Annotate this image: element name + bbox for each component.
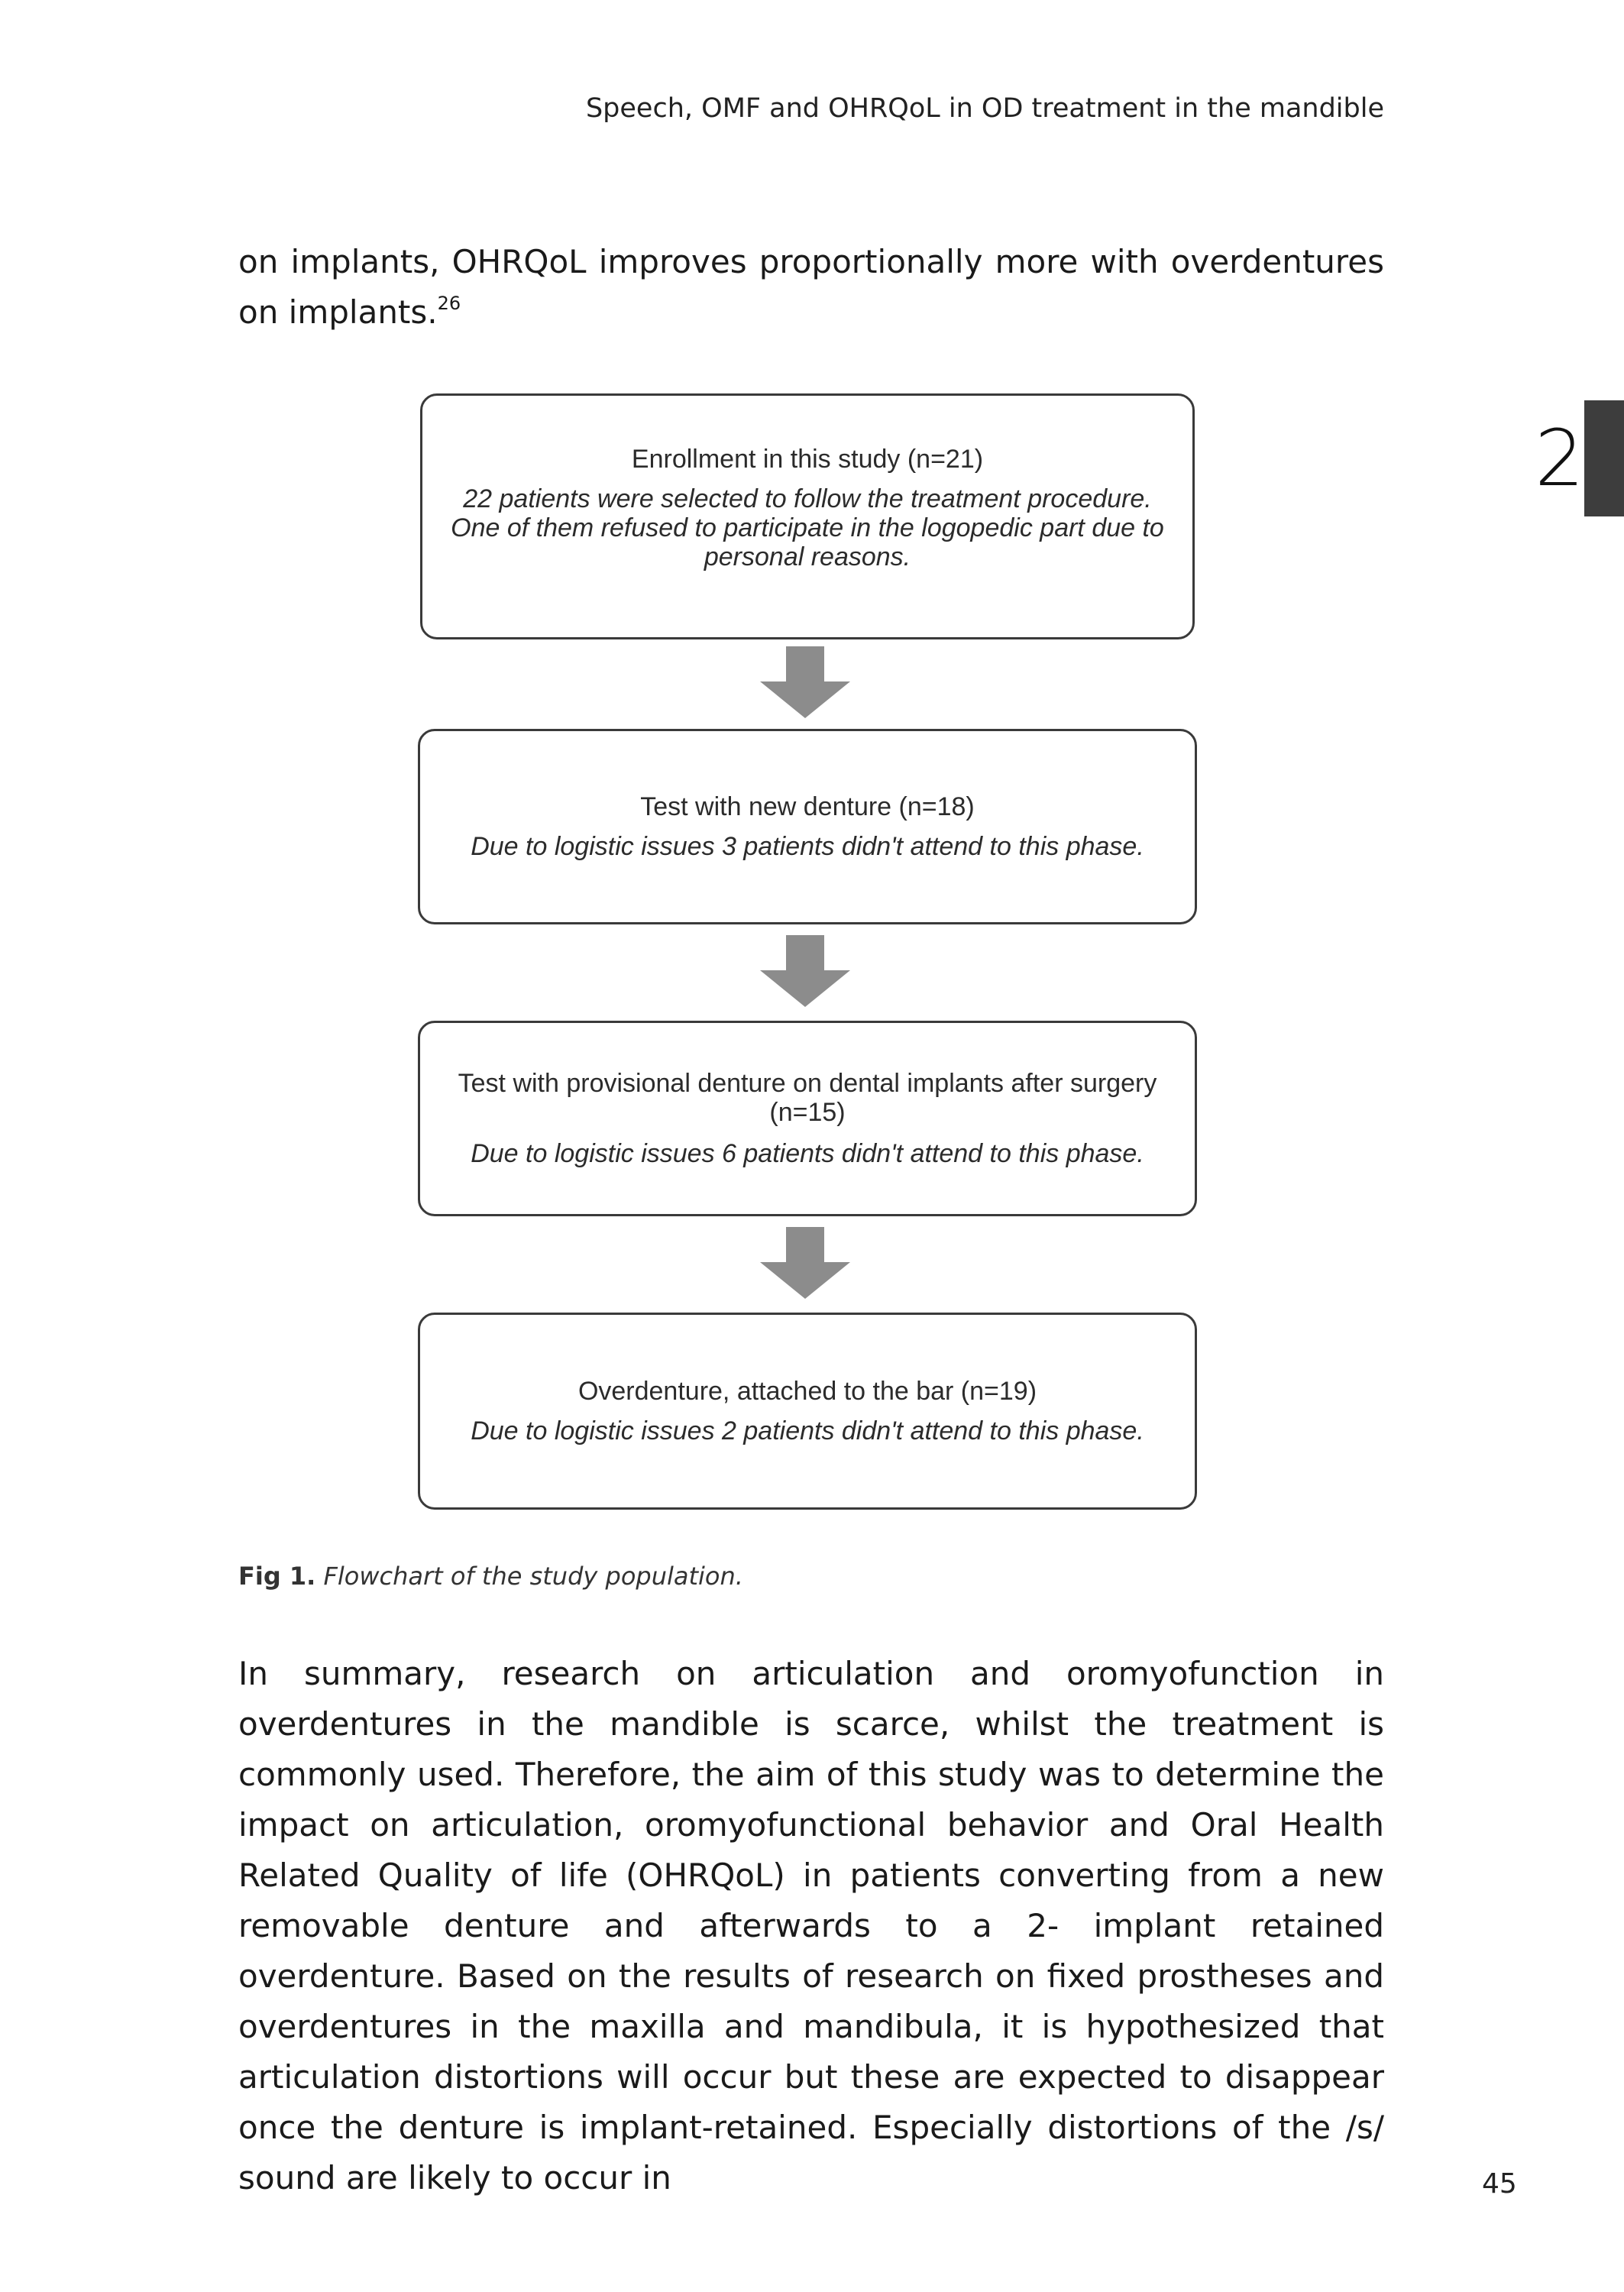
figure-caption-text: Flowchart of the study population. (323, 1562, 743, 1591)
flow-box-note: Due to logistic issues 2 patients didn't… (471, 1416, 1144, 1445)
flow-box-title: Test with new denture (n=18) (640, 792, 975, 821)
down-arrow-icon (760, 646, 850, 718)
figure-caption: Fig 1. Flowchart of the study population… (238, 1562, 743, 1591)
intro-paragraph: on implants, OHRQoL improves proportiona… (238, 237, 1384, 338)
flow-box-enrollment: Enrollment in this study (n=21) 22 patie… (420, 393, 1195, 639)
flow-box-note: 22 patients were selected to follow the … (451, 484, 1164, 571)
chapter-number: 2 (1535, 413, 1584, 504)
flow-box-title: Test with provisional denture on dental … (458, 1069, 1157, 1127)
flow-box-provisional-denture: Test with provisional denture on dental … (418, 1021, 1197, 1216)
down-arrow-icon (760, 935, 850, 1007)
reference-superscript: 26 (437, 293, 461, 314)
intro-paragraph-text: on implants, OHRQoL improves proportiona… (238, 243, 1384, 331)
flow-box-title: Overdenture, attached to the bar (n=19) (577, 1377, 1037, 1406)
flow-box-note: Due to logistic issues 3 patients didn't… (471, 832, 1144, 861)
running-header: Speech, OMF and OHRQoL in OD treatment i… (585, 93, 1384, 124)
flow-box-note: Due to logistic issues 6 patients didn't… (471, 1139, 1144, 1168)
page-number: 45 (1482, 2168, 1517, 2200)
down-arrow-icon (760, 1227, 850, 1299)
figure-caption-label: Fig 1. (238, 1562, 316, 1591)
flow-box-title: Enrollment in this study (n=21) (631, 445, 984, 474)
chapter-tab (1584, 400, 1624, 516)
summary-paragraph: In summary, research on articulation and… (238, 1655, 1384, 2196)
flow-box-new-denture: Test with new denture (n=18) Due to logi… (418, 729, 1197, 924)
flow-box-overdenture: Overdenture, attached to the bar (n=19) … (418, 1313, 1197, 1510)
